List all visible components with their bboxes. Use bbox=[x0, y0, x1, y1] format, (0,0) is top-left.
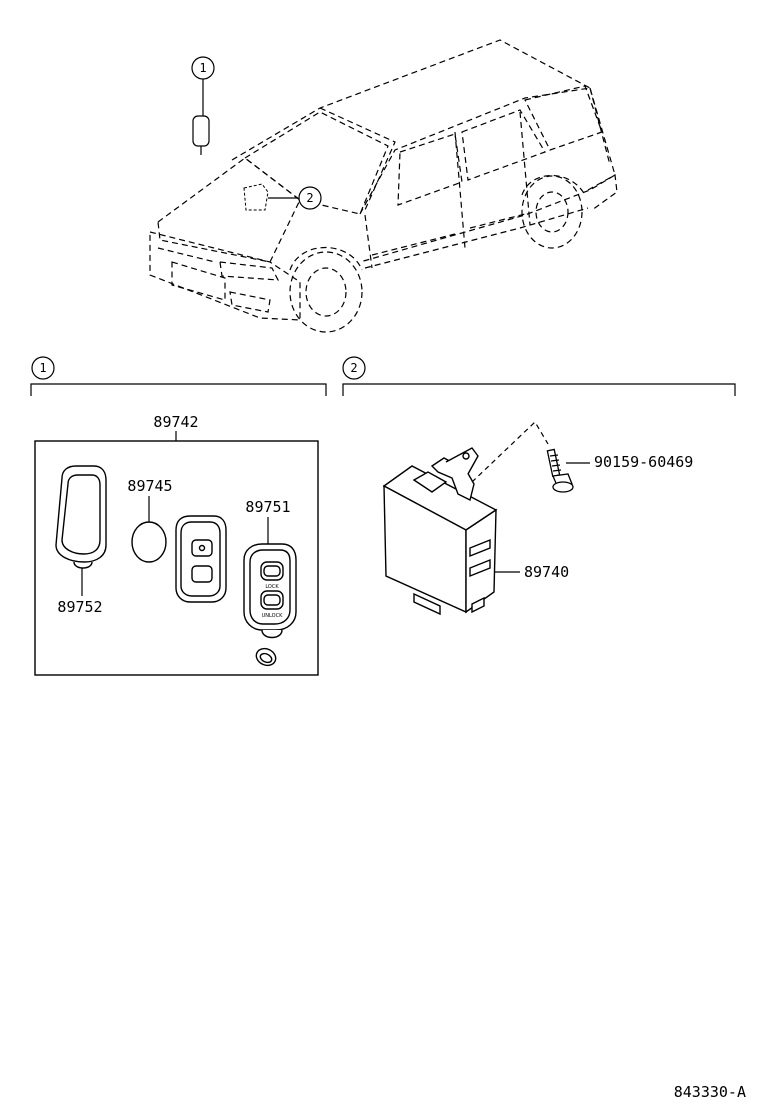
unlock-button-label: UNLOCK bbox=[262, 613, 283, 619]
bolt bbox=[546, 448, 574, 493]
diagram-id: 843330-A bbox=[674, 1083, 746, 1101]
part-label-89745: 89745 bbox=[127, 477, 172, 495]
receiver-unit bbox=[382, 447, 498, 616]
part-label-89752: 89752 bbox=[57, 598, 102, 616]
part-label-89742: 89742 bbox=[153, 413, 198, 431]
svg-text:2: 2 bbox=[350, 361, 357, 375]
transmitter-icon bbox=[192, 115, 210, 147]
section-1-header: 1 bbox=[30, 356, 327, 396]
svg-text:1: 1 bbox=[199, 61, 206, 75]
key-ring bbox=[255, 647, 277, 667]
part-label-89740: 89740 bbox=[524, 563, 569, 581]
vehicle-callout-2: 2 bbox=[243, 183, 322, 211]
svg-text:1: 1 bbox=[39, 361, 46, 375]
receiver-location-icon bbox=[243, 183, 269, 211]
kit-box: 89742 bbox=[34, 413, 319, 676]
remote-transmitter bbox=[243, 543, 297, 639]
part-label-89751: 89751 bbox=[245, 498, 290, 516]
section-2-header: 2 bbox=[342, 356, 736, 396]
assembly-guide-line bbox=[471, 421, 549, 483]
svg-text:2: 2 bbox=[306, 191, 313, 205]
lock-button-label: LOCK bbox=[265, 584, 279, 590]
vehicle-illustration bbox=[149, 39, 618, 333]
transmitter-case bbox=[55, 465, 107, 569]
vehicle-callout-1: 1 bbox=[191, 56, 215, 155]
battery-coin bbox=[131, 496, 167, 563]
part-label-90159-60469: 90159-60469 bbox=[594, 453, 693, 471]
button-cover bbox=[175, 515, 227, 603]
